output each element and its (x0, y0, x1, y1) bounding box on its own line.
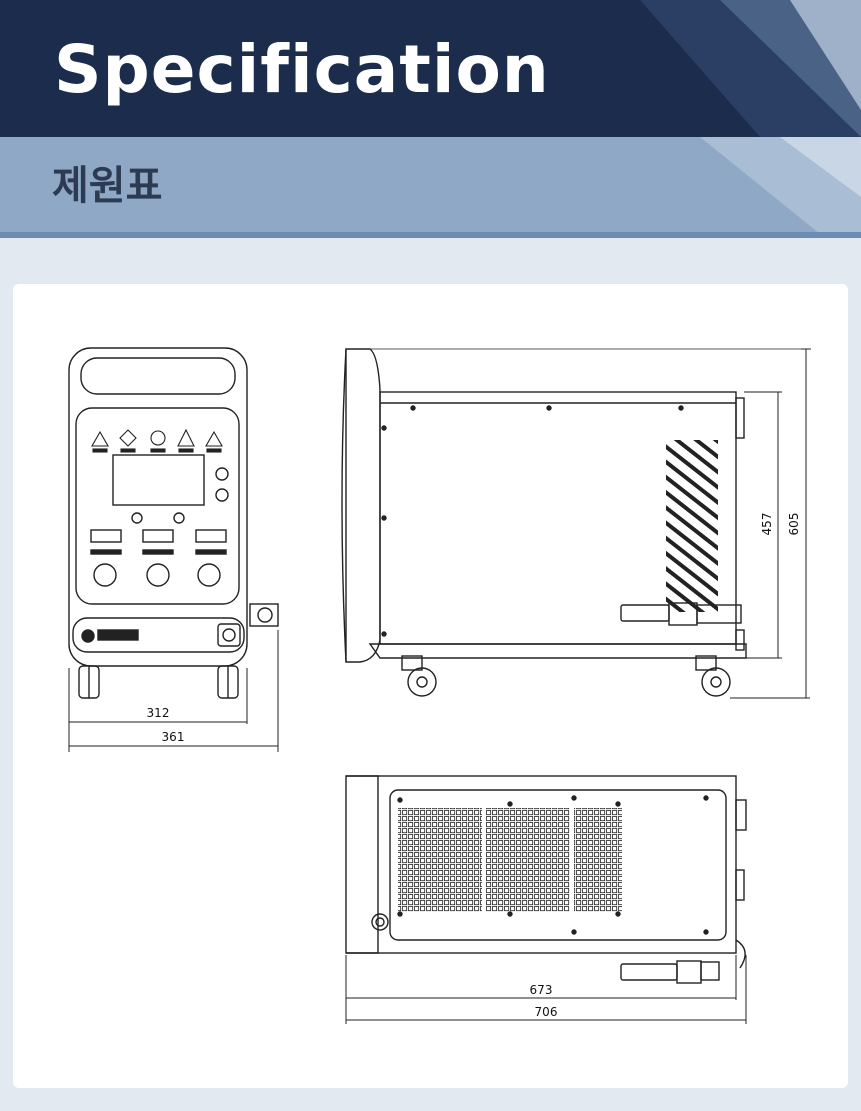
warning-icons-row (91, 428, 223, 453)
header-light-decoration (700, 137, 861, 234)
header-divider-strip (0, 232, 861, 238)
header-decoration (640, 0, 861, 137)
dim-side-total-height: 605 (787, 513, 801, 536)
side-dimension-lines (730, 348, 811, 699)
top-view (345, 775, 747, 984)
dim-side-body-height: 457 (760, 513, 774, 536)
page-title: Specification (54, 31, 550, 108)
front-dimension-lines (68, 630, 279, 752)
page-subtitle: 제원표 (52, 163, 163, 209)
dim-front-outer-width: 361 (162, 730, 185, 744)
content-panel (13, 284, 848, 1088)
dim-front-inner-width: 312 (147, 706, 170, 720)
dim-top-inner-length: 673 (530, 983, 553, 997)
header-dark-band: Specification (0, 0, 861, 137)
top-dimension-lines (345, 955, 747, 1024)
header-light-band (0, 137, 861, 234)
side-view (341, 348, 806, 697)
front-view (68, 347, 279, 699)
dim-top-outer-length: 706 (535, 1005, 558, 1019)
